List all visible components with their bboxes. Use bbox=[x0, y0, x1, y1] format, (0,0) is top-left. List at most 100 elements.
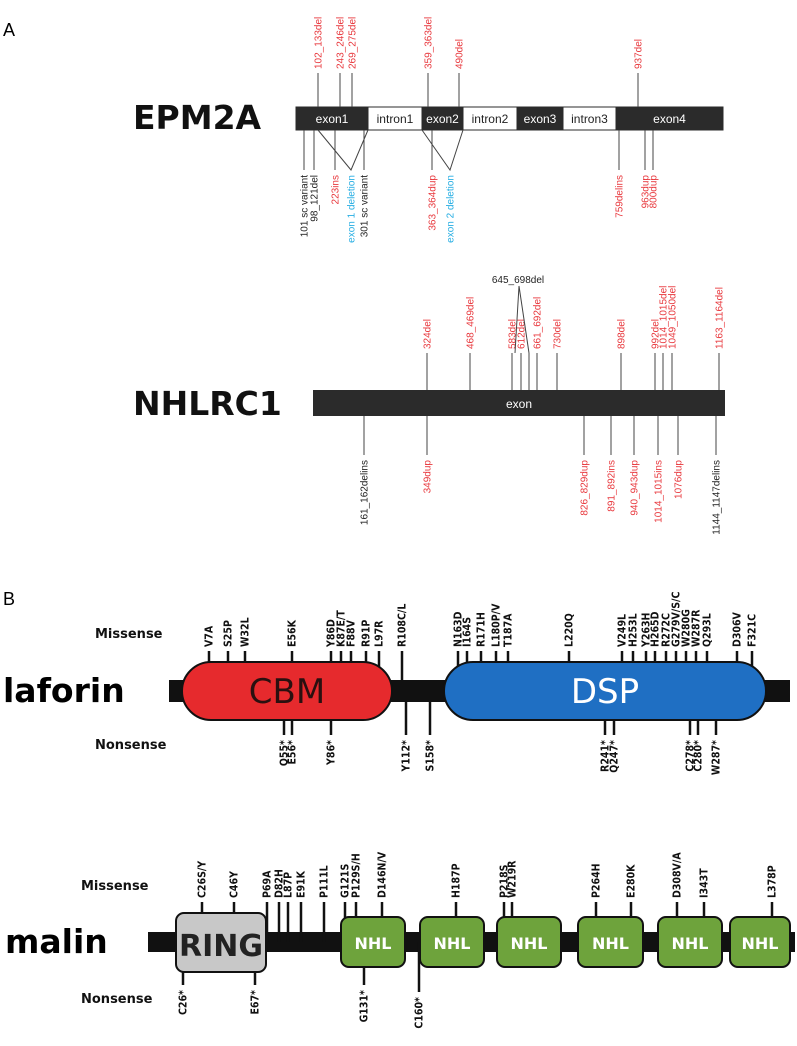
panel-label-a: A bbox=[3, 20, 15, 40]
epm2a-mutation-label: 98_121del bbox=[310, 175, 321, 222]
epm2a-region-label: exon4 bbox=[653, 112, 686, 126]
malin-missense-label: D308V/A bbox=[672, 852, 684, 898]
deletion-bracket bbox=[317, 129, 369, 171]
epm2a-mutation-label: 269_275del bbox=[348, 17, 359, 69]
epm2a-mutation-label: 301 sc variant bbox=[360, 175, 371, 237]
epm2a-mutation-label: 223ins bbox=[331, 175, 342, 204]
laforin-domain-label: CBM bbox=[249, 672, 325, 712]
laforin-missense-label: Y86D bbox=[326, 619, 338, 648]
nhlrc1-mutation-label: 612del bbox=[517, 319, 528, 349]
epm2a-mutation-label: 759delins bbox=[615, 175, 626, 218]
malin-missense-label: E280K bbox=[626, 864, 638, 898]
nhlrc1-mutation-label: 992del bbox=[651, 319, 662, 349]
malin-domain-nhl bbox=[340, 916, 406, 968]
laforin-missense-label: R171H bbox=[476, 612, 488, 647]
malin-missense-label: P69A bbox=[262, 870, 274, 898]
laforin-missense-label: R91P bbox=[361, 620, 373, 647]
malin-missense-label: P111L bbox=[319, 865, 331, 898]
nhlrc1-mutation-label: 468_469del bbox=[466, 297, 477, 349]
laforin-nonsense-label: Q247* bbox=[609, 740, 621, 773]
malin-domain-label: NHL bbox=[511, 934, 548, 953]
laforin-nonsense-label: C280* bbox=[693, 740, 705, 772]
malin-domain-nhl bbox=[729, 916, 791, 968]
callout-bracket bbox=[514, 285, 530, 354]
nhlrc1-mutation-label: 826_829dup bbox=[580, 460, 591, 516]
nhlrc1-mutation-label: 898del bbox=[617, 319, 628, 349]
malin-missense-label: Missense bbox=[81, 879, 149, 894]
epm2a-mutation-label: 963dup bbox=[641, 175, 652, 209]
malin-nonsense-label: Nonsense bbox=[81, 992, 153, 1007]
laforin-missense-label: R108C/L bbox=[397, 604, 409, 647]
malin-nonsense-label: C160* bbox=[414, 997, 426, 1029]
laforin-missense-label: F321C bbox=[747, 614, 759, 647]
laforin-nonsense-label: E56* bbox=[287, 740, 299, 765]
laforin-missense-label: Y263H bbox=[641, 612, 653, 648]
laforin-missense-label: H253L bbox=[628, 613, 640, 647]
laforin-domain-cbm bbox=[181, 661, 393, 721]
epm2a-region-label: intron3 bbox=[571, 112, 608, 126]
epm2a-mutation-label: 800dup bbox=[649, 175, 660, 209]
laforin-missense-label: N163D bbox=[453, 611, 465, 647]
nhlrc1-exon-bar bbox=[313, 390, 725, 416]
callout-label: 645_698del bbox=[492, 275, 544, 286]
nhlrc1-mutation-label: 161_162delins bbox=[360, 460, 371, 525]
laforin-missense-label: V7A bbox=[204, 625, 216, 647]
malin-domain-nhl bbox=[657, 916, 723, 968]
nhlrc1-mutation-label: 1163_1164del bbox=[715, 287, 726, 349]
laforin-nonsense-label: Nonsense bbox=[95, 738, 167, 753]
malin-missense-label: D146N/V bbox=[377, 851, 389, 898]
laforin-missense-label: Q293L bbox=[702, 613, 714, 647]
nhlrc1-mutation-label: 1014_1015del bbox=[659, 286, 670, 349]
malin-missense-label: G121S bbox=[340, 864, 352, 898]
nhlrc1-mutation-label: 730del bbox=[553, 319, 564, 349]
malin-domain-label: NHL bbox=[592, 934, 629, 953]
nhlrc1-mutation-label: 661_692del bbox=[533, 297, 544, 349]
malin-missense-label: C26S/Y bbox=[197, 861, 209, 898]
laforin-missense-label: W280G bbox=[681, 609, 693, 647]
laforin-nonsense-label: Y86* bbox=[326, 740, 338, 766]
laforin-missense-label: Missense bbox=[95, 627, 163, 642]
laforin-missense-label: F88V bbox=[346, 619, 358, 647]
malin-nonsense-label: E67* bbox=[250, 990, 262, 1015]
laforin-missense-label: V249L bbox=[617, 614, 629, 647]
laforin-missense-label: W287R bbox=[691, 609, 703, 647]
malin-nonsense-label: G131* bbox=[359, 990, 371, 1022]
nhlrc1-mutation-label: 1014_1015ins bbox=[654, 460, 665, 523]
malin-missense-label: P264H bbox=[591, 863, 603, 898]
epm2a-region-label: exon1 bbox=[316, 112, 349, 126]
malin-domain-nhl bbox=[419, 916, 485, 968]
laforin-missense-label: L220Q bbox=[564, 613, 576, 647]
nhlrc1-mutation-label: 891_892ins bbox=[607, 460, 618, 512]
epm2a-mutation-label: 490del bbox=[455, 39, 466, 69]
laforin-missense-label: D306V bbox=[732, 611, 744, 647]
nhlrc1-mutation-label: 349dup bbox=[423, 460, 434, 494]
laforin-missense-label: W32L bbox=[240, 617, 252, 647]
epm2a-title: EPM2A bbox=[133, 98, 262, 137]
laforin-missense-label: G279V/S/C bbox=[671, 592, 683, 647]
deletion-bracket bbox=[421, 129, 464, 172]
epm2a-region-label: exon3 bbox=[524, 112, 557, 126]
nhlrc1-mutation-label: 1144_1147delins bbox=[712, 460, 723, 535]
laforin-missense-label: T187A bbox=[503, 613, 515, 647]
laforin-missense-label: E56K bbox=[287, 619, 299, 647]
epm2a-mutation-label: exon 1 deletion bbox=[347, 175, 358, 243]
laforin-missense-label: L97R bbox=[374, 620, 386, 647]
epm2a-mutation-label: 101 sc variant bbox=[300, 175, 311, 237]
laforin-missense-label: K87E/T bbox=[336, 610, 348, 647]
malin-missense-label: P218S bbox=[499, 864, 511, 898]
laforin-nonsense-label: C278* bbox=[685, 740, 697, 772]
laforin-nonsense-label: Q55* bbox=[279, 740, 291, 766]
laforin-missense-label: R272C bbox=[661, 613, 673, 647]
malin-missense-label: L87P bbox=[283, 872, 295, 898]
nhlrc1-mutation-label: 324del bbox=[423, 319, 434, 349]
nhlrc1-mutation-label: 940_943dup bbox=[630, 460, 641, 516]
malin-missense-label: P129S/H bbox=[351, 853, 363, 898]
malin-domain-label: NHL bbox=[672, 934, 709, 953]
nhlrc1-exon-label: exon bbox=[506, 397, 532, 411]
epm2a-region-label: intron1 bbox=[377, 112, 414, 126]
laforin-domain-dsp bbox=[443, 661, 767, 721]
laforin-missense-label: L180P/V bbox=[491, 603, 503, 647]
